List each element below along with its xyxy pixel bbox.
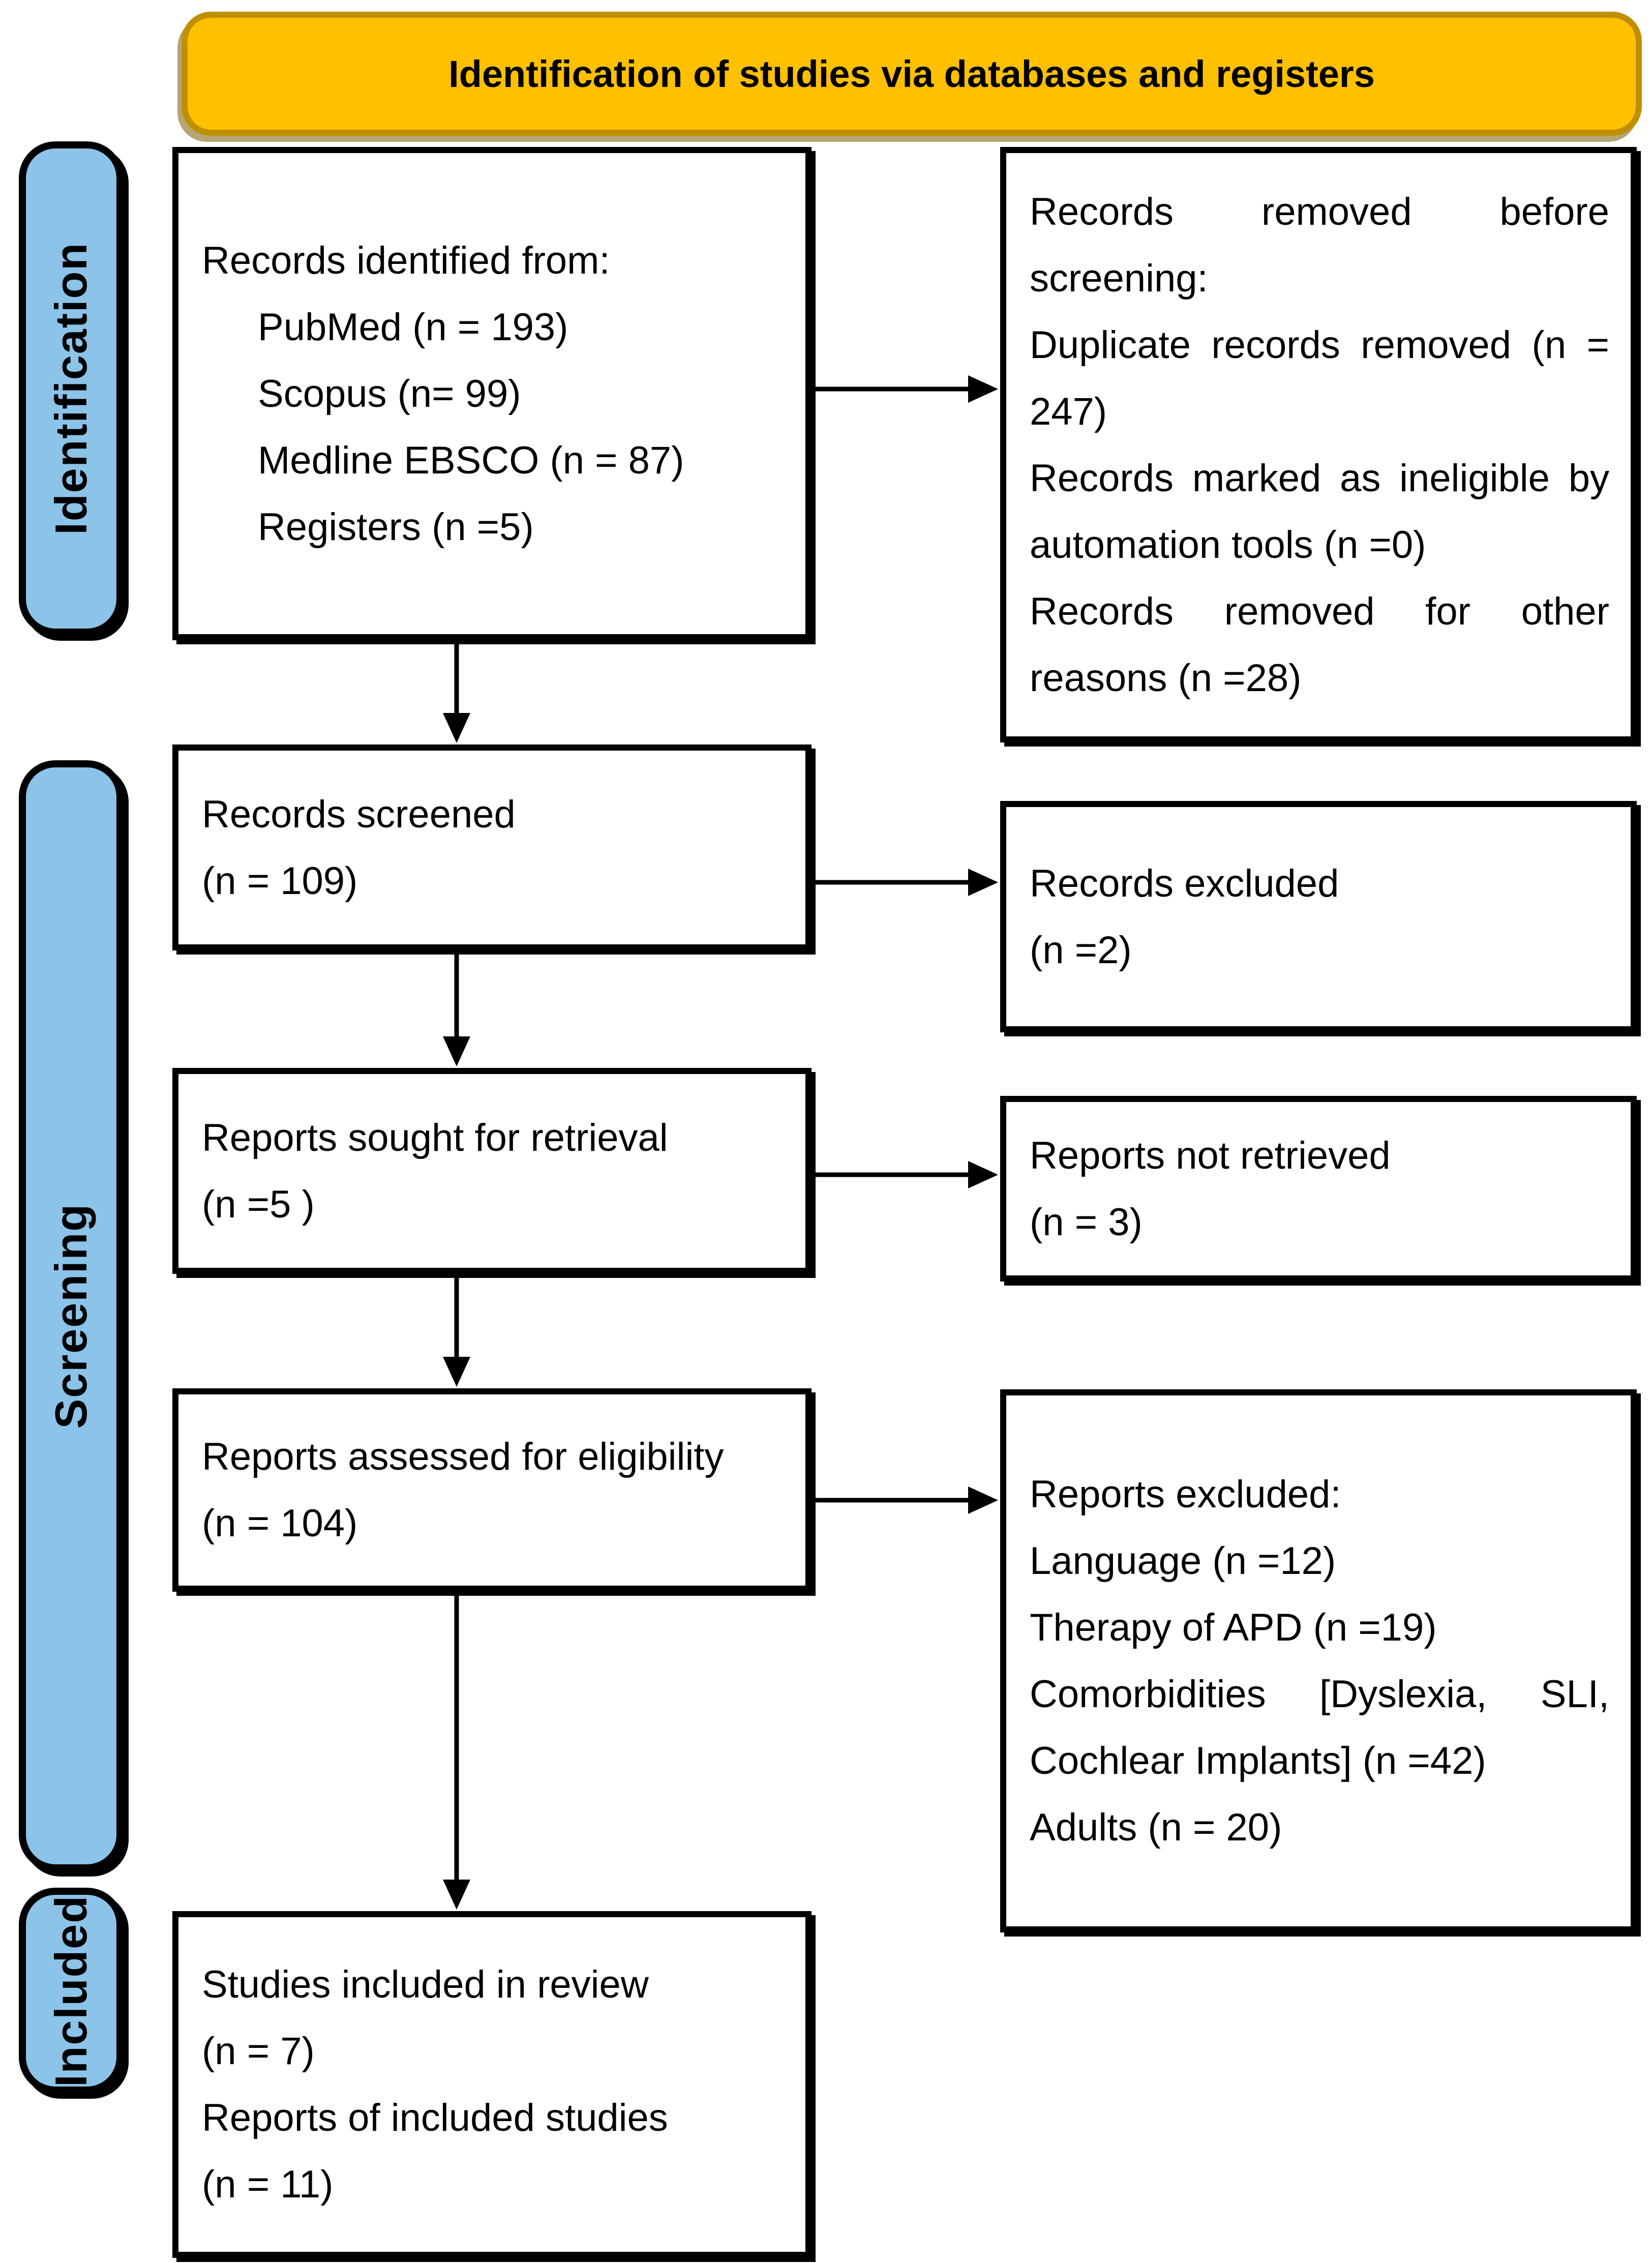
arrow-identified-to-removed [809, 375, 998, 403]
reports-assessed-box: Reports assessed for eligibility (n = 10… [172, 1388, 812, 1592]
box-item: PubMed (n = 193) [258, 305, 568, 349]
box-item: Medline EBSCO (n = 87) [258, 438, 684, 482]
studies-included-box: Studies included in review (n = 7) Repor… [172, 1911, 812, 2258]
box-text-line: (n = 104) [202, 1502, 358, 1545]
box-text-line: Records excluded [1030, 861, 1339, 905]
box-text-line: (n = 109) [202, 859, 358, 903]
records-excluded-box: Records excluded (n =2) [1000, 801, 1637, 1032]
box-item: Scopus (n= 99) [258, 372, 521, 415]
box-title: Reports excluded: [1030, 1473, 1341, 1516]
stage-label-included-text: Included [46, 1894, 96, 2087]
stage-label-included: Included [19, 1888, 124, 2094]
box-item: Records removed for other reasons (n =28… [1030, 589, 1609, 700]
box-item: Records marked as ineligible by automati… [1030, 456, 1609, 567]
box-text-line: (n = 3) [1030, 1200, 1143, 1244]
box-title: Records identified from: [202, 239, 610, 282]
stage-label-identification-text: Identification [46, 242, 96, 535]
box-title: Records removed before screening: [1030, 190, 1609, 300]
box-text-line: (n = 7) [202, 2030, 315, 2073]
box-item: Duplicate records removed (n = 247) [1030, 323, 1609, 433]
box-item: Registers (n =5) [258, 505, 534, 549]
arrow-assessed-to-included [443, 1591, 470, 1910]
box-item: Language (n =12) [1030, 1539, 1336, 1583]
stage-label-identification: Identification [19, 141, 124, 636]
records-removed-box: Records removed before screening: Duplic… [1000, 147, 1637, 742]
box-text-line: Records screened [202, 792, 516, 836]
arrow-screened-to-excluded [809, 869, 998, 896]
records-identified-box: Records identified from: PubMed (n = 193… [172, 147, 812, 640]
box-text-line: Reports assessed for eligibility [202, 1435, 724, 1478]
reports-not-retrieved-box: Reports not retrieved (n = 3) [1000, 1096, 1637, 1282]
arrow-identified-to-screened [443, 639, 470, 743]
box-item: Therapy of APD (n =19) [1030, 1606, 1437, 1649]
box-text-line: Reports not retrieved [1030, 1134, 1391, 1177]
header-title: Identification of studies via databases … [448, 52, 1375, 95]
box-text-line: Reports sought for retrieval [202, 1116, 668, 1159]
stage-label-screening-text: Screening [46, 1203, 96, 1429]
reports-excluded-box: Reports excluded: Language (n =12) Thera… [1000, 1389, 1637, 1932]
box-item: Comorbidities [Dyslexia, SLI, Cochlear I… [1030, 1673, 1609, 1782]
box-text-line: (n =2) [1030, 928, 1132, 972]
box-text-line: (n =5 ) [202, 1182, 315, 1226]
stage-label-screening: Screening [19, 760, 124, 1871]
box-text-line: Reports of included studies [202, 2096, 668, 2139]
arrow-assessed-to-reportsexcluded [809, 1486, 998, 1514]
arrow-sought-to-assessed [443, 1273, 470, 1387]
arrow-sought-to-notretrieved [809, 1161, 998, 1188]
header-banner: Identification of studies via databases … [182, 12, 1642, 136]
box-text-line: (n = 11) [202, 2163, 334, 2206]
records-screened-box: Records screened (n = 109) [172, 745, 812, 950]
box-item: Adults (n = 20) [1030, 1806, 1282, 1849]
arrow-screened-to-sought [443, 949, 470, 1066]
box-text-line: Studies included in review [202, 1963, 649, 2006]
reports-sought-box: Reports sought for retrieval (n =5 ) [172, 1068, 812, 1274]
